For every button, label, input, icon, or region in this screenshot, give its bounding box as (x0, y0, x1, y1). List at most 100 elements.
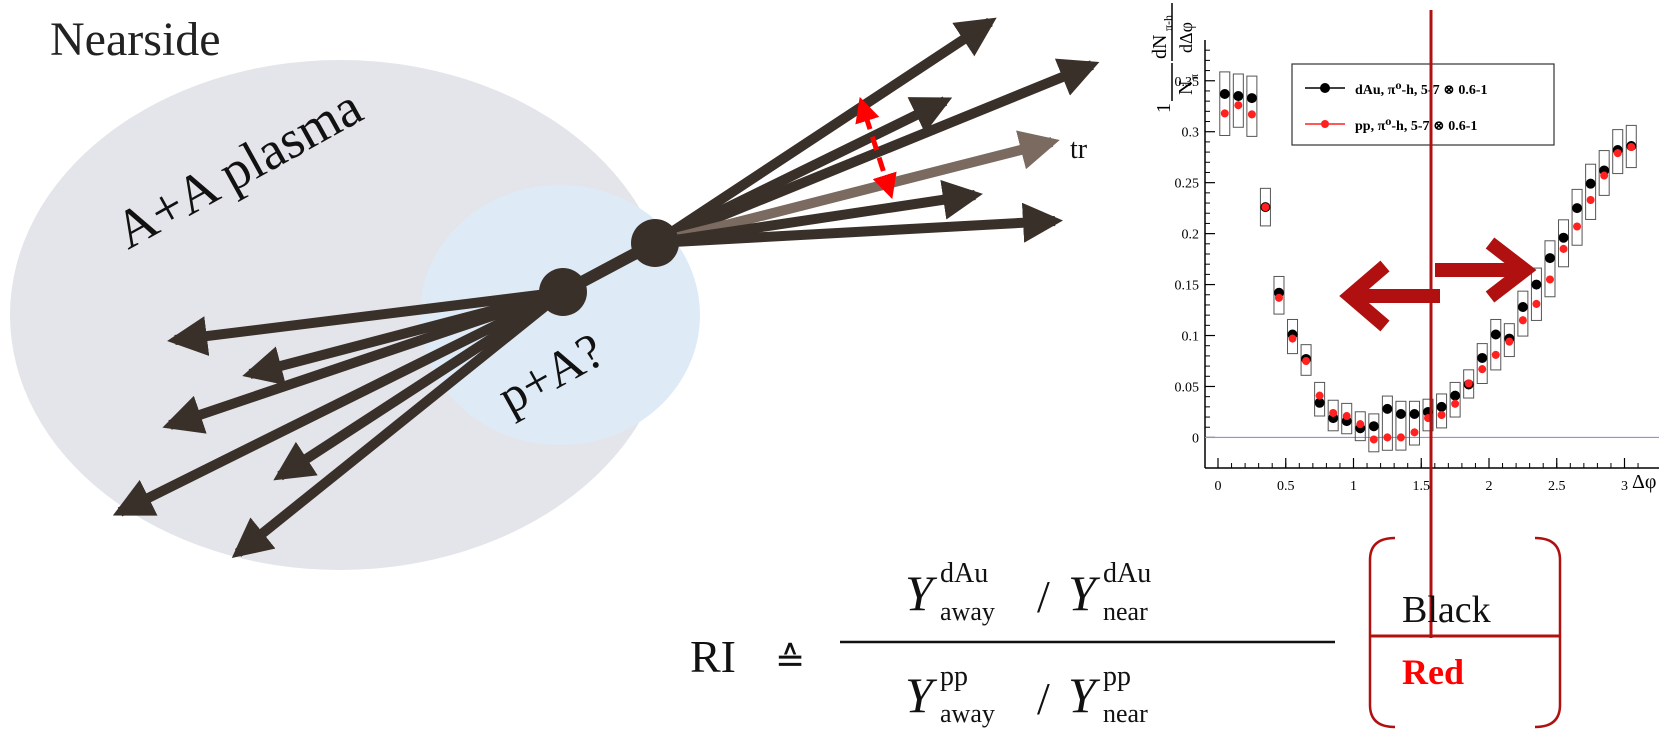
away-side-jet (112, 287, 567, 559)
systematic-error-box (1273, 275, 1285, 315)
nearside-label: Nearside (50, 13, 221, 66)
data-point-dau (1233, 91, 1244, 102)
legend-label-dau: dAu, π⁰-h, 5-7 ⊗ 0.6-1 (1355, 83, 1488, 98)
data-point-pp (1437, 411, 1446, 420)
systematic-error-box (1354, 411, 1366, 442)
formula-relation: ≙ (775, 640, 805, 680)
y-label-dN-sub: π-h (1161, 15, 1175, 31)
y-tick-label: 0 (1192, 431, 1199, 446)
data-point-pp (1518, 316, 1527, 325)
data-point-dau (1368, 421, 1379, 432)
data-point-pp (1396, 433, 1405, 442)
formula-y-near-pp: Y (1068, 667, 1101, 723)
data-point-pp (1451, 399, 1460, 408)
y-label-N-sub: π (1187, 74, 1201, 80)
systematic-error-box (1300, 344, 1312, 376)
systematic-error-box (1287, 318, 1299, 355)
y-tick-label: 0.2 (1182, 228, 1200, 243)
data-point-pp (1559, 244, 1568, 253)
data-point-pp (1600, 171, 1609, 180)
truncated-label: tr (1070, 134, 1088, 165)
formula: RI ≙ Y dAu away / Y dAu near Y pp away /… (690, 558, 1335, 728)
data-point-dau (1382, 403, 1393, 414)
systematic-error-box (1436, 393, 1448, 429)
jet-arrow (231, 288, 567, 559)
systematic-error-box (1341, 402, 1353, 435)
formula-sub-near-2: near (1103, 699, 1148, 728)
systematic-error-box (1422, 398, 1434, 432)
data-point-pp (1342, 412, 1351, 421)
systematic-error-box (1517, 290, 1529, 337)
systematic-error-box (1612, 129, 1624, 175)
data-point-pp (1247, 110, 1256, 119)
data-point-pp (1383, 433, 1392, 442)
y-tick-label: 0.1 (1182, 330, 1200, 345)
jet-arrow (162, 287, 565, 434)
data-point-dau (1558, 232, 1569, 243)
x-tick-label: 3 (1621, 479, 1628, 494)
y-tick-group: 00.050.10.150.20.250.30.35 (1175, 49, 1215, 446)
vertex-node (631, 219, 679, 267)
data-point-dau (1517, 301, 1528, 312)
data-point-dau (1314, 397, 1325, 408)
systematic-error-box (1530, 267, 1542, 321)
jet-arrow (167, 287, 564, 356)
data-point-pp (1274, 293, 1283, 302)
data-point-pp (1613, 149, 1622, 158)
formula-sup-pp-2: pp (1103, 661, 1131, 692)
jet-arrow (654, 179, 983, 248)
legend-marker-pp (1321, 120, 1329, 128)
systematic-error-box (1598, 150, 1610, 196)
formula-slash-1: / (1037, 571, 1050, 622)
y-tick-label: 0.25 (1175, 177, 1200, 192)
data-point-pp (1573, 222, 1582, 231)
systematic-error-box (1408, 400, 1420, 446)
systematic-error-box (1503, 323, 1515, 358)
formula-slash-2: / (1037, 673, 1050, 724)
data-point-pp (1532, 299, 1541, 308)
x-tick-label: 2 (1486, 479, 1493, 494)
y-label-one: 1 (1153, 103, 1175, 113)
data-point-pp (1586, 195, 1595, 204)
data-point-pp (1220, 109, 1229, 118)
x-tick-label: 1.5 (1413, 479, 1431, 494)
formula-sub-near-1: near (1103, 597, 1148, 626)
formula-lhs: RI (690, 631, 736, 682)
data-point-pp (1288, 334, 1297, 343)
data-point-pp (1369, 435, 1378, 444)
formula-y-away-dau: Y (905, 565, 938, 621)
legend-label-pp: pp, π⁰-h, 5-7 ⊗ 0.6-1 (1355, 119, 1477, 134)
data-point-pp (1302, 357, 1311, 365)
x-tick-label: 0.5 (1277, 479, 1295, 494)
systematic-error-box (1476, 343, 1488, 384)
left-arrow-icon (1339, 260, 1440, 332)
data-point-pp (1491, 350, 1500, 359)
systematic-error-box (1490, 318, 1502, 371)
y-label-dN: dN (1149, 35, 1171, 59)
data-point-pp (1627, 143, 1636, 151)
y-tick-label: 0.15 (1175, 279, 1200, 294)
x-tick-label: 0 (1215, 479, 1222, 494)
data-point-pp (1315, 391, 1324, 400)
systematic-error-box (1314, 381, 1326, 417)
data-point-pp (1234, 101, 1243, 110)
legend: dAu, π⁰-h, 5-7 ⊗ 0.6-1 pp, π⁰-h, 5-7 ⊗ 0… (1291, 63, 1555, 146)
jet-arrow (273, 287, 566, 481)
data-point-dau (1544, 253, 1555, 264)
y-tick-label: 0.3 (1182, 126, 1200, 141)
x-axis-label: Δφ (1632, 471, 1656, 493)
data-point-dau (1450, 390, 1461, 401)
y-label-N: N (1175, 81, 1197, 95)
direction-arrows (1339, 237, 1537, 332)
systematic-error-box (1571, 188, 1583, 246)
formula-sup-dau-2: dAu (1103, 558, 1151, 589)
y-label-dphi: dΔφ (1176, 22, 1196, 53)
systematic-error-box (1381, 395, 1393, 451)
jet-arrow (652, 17, 997, 248)
systematic-error-box (1585, 163, 1597, 220)
data-point-dau (1409, 408, 1420, 419)
formula-sup-dau-1: dAu (940, 558, 988, 589)
ratio-box-left-bracket (1368, 536, 1396, 729)
